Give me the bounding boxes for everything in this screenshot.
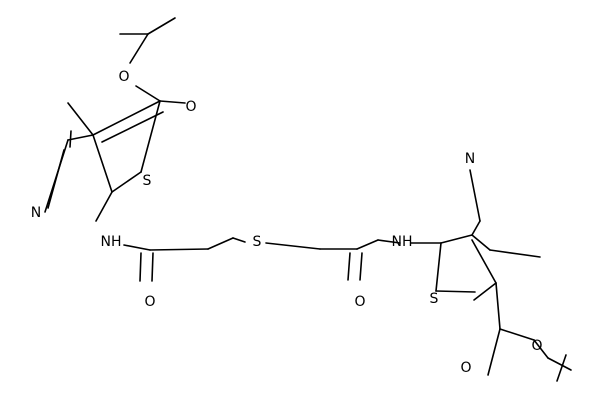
bond-line-17: [149, 248, 209, 251]
atom-s-ring-right: S: [430, 291, 439, 307]
bond-line-41: [556, 354, 567, 382]
bond-line-10: [95, 191, 113, 222]
atom-o-amide-right: O: [354, 294, 365, 310]
bond-line-20: [207, 237, 234, 250]
bond-line-36: [495, 282, 501, 330]
bond-line-32: [469, 169, 481, 222]
bond-line-15: [67, 102, 94, 136]
bond-line-38: [499, 328, 535, 341]
atom-n-nitrile-left: N: [31, 205, 41, 221]
bond-line-21: [232, 237, 246, 243]
bond-line-4: [159, 100, 186, 104]
bond-line-37: [487, 328, 501, 376]
bond-line-12: [69, 130, 72, 148]
bond-line-9: [111, 171, 142, 193]
bond-line-31: [471, 234, 491, 251]
bond-line-40: [547, 357, 572, 371]
atom-o-amide-left: O: [144, 294, 155, 310]
atom-nh-left: NH: [101, 234, 122, 250]
atom-o-carbonyl-left: O: [185, 99, 196, 115]
bond-line-3: [135, 85, 161, 102]
bond-line-16: [123, 244, 151, 251]
atom-label-layer: O O S N NH O S O NH N S O O: [31, 69, 543, 376]
bond-line-8: [92, 134, 113, 193]
atom-s-ring-left: S: [143, 173, 152, 189]
bond-line-26: [359, 252, 363, 281]
bond-line-6: [92, 100, 161, 136]
bond-line-30: [471, 220, 481, 236]
bond-line-7: [101, 111, 164, 143]
bond-line-24: [356, 239, 379, 250]
atom-o-ester-left: O: [118, 69, 129, 85]
bond-line-5: [140, 100, 161, 173]
bond-line-42: [435, 242, 442, 292]
bond-line-43: [435, 290, 476, 293]
atom-o-ester-right: O: [531, 338, 542, 354]
bond-line-14: [47, 149, 65, 209]
bond-line-2: [129, 33, 149, 64]
bond-line-1: [147, 17, 176, 35]
bond-line-33: [471, 239, 497, 284]
bond-line-29: [440, 234, 473, 244]
atom-s-thioether: S: [253, 234, 262, 250]
bond-line-19: [151, 252, 154, 282]
bond-line-18: [139, 252, 142, 282]
atom-o-carbonyl-right: O: [460, 360, 471, 376]
bond-layer: [44, 17, 572, 382]
atom-n-nitrile-right: N: [465, 151, 475, 167]
atom-nh-right: NH: [392, 234, 413, 250]
bond-line-11: [67, 134, 94, 141]
bond-line-34: [489, 249, 541, 258]
bond-line-39: [533, 339, 549, 359]
bond-line-27: [377, 239, 401, 244]
bond-line-35: [473, 282, 497, 301]
bond-line-25: [347, 252, 351, 281]
bond-line-22: [265, 242, 321, 250]
